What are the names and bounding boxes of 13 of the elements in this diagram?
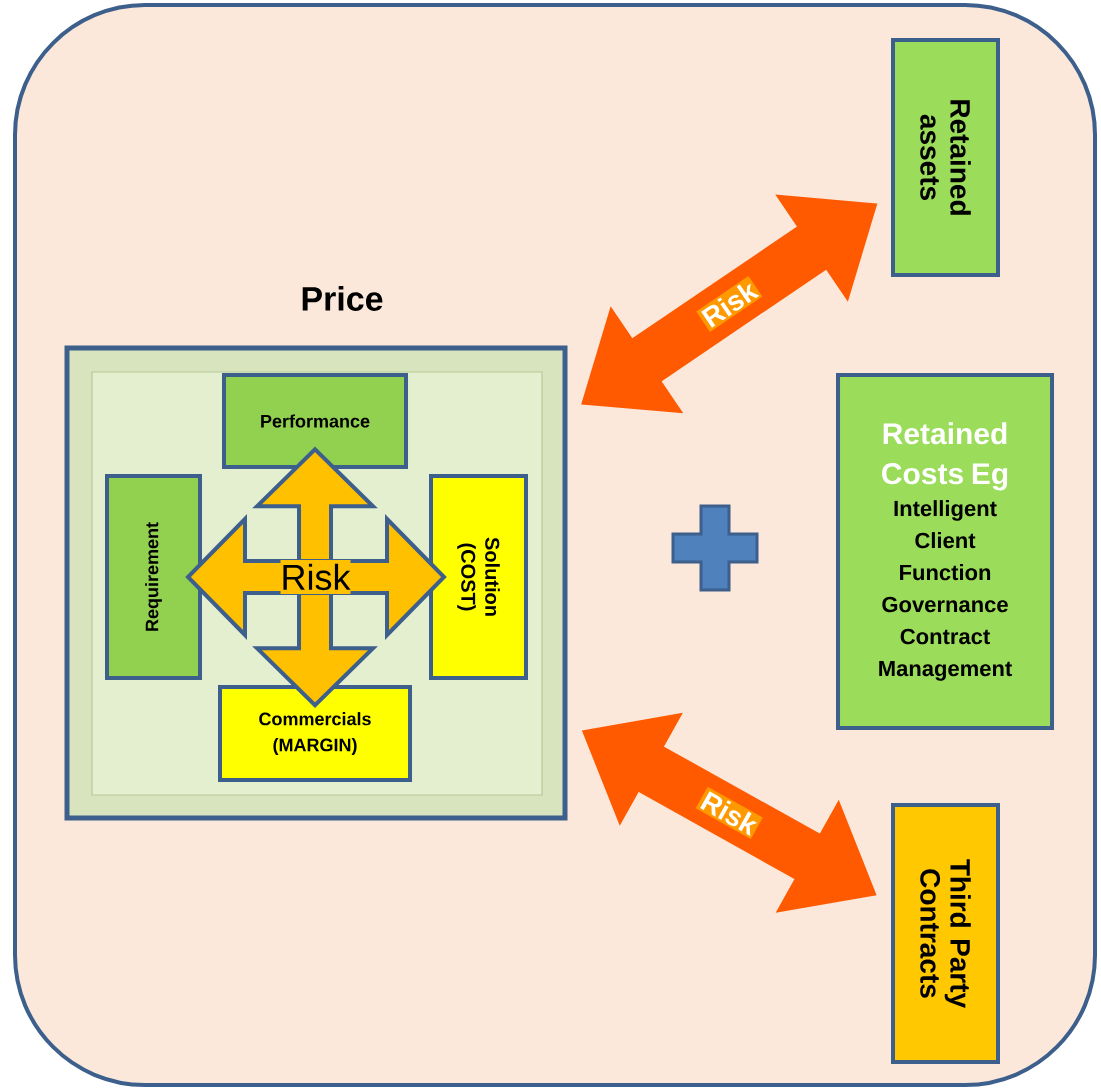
edge-label: Risk (280, 560, 351, 594)
retained-assets-box: Retained assets (891, 38, 1000, 277)
double-arrow (252, 446, 378, 709)
plus-sign (671, 504, 759, 592)
node-label: Price (302, 285, 383, 311)
edge-label: Risk (695, 786, 763, 839)
commercials-box: Commercials (MARGIN) (218, 685, 412, 782)
solution-box: Solution (COST) (429, 474, 528, 680)
edge-label: Risk (696, 276, 763, 332)
requirement-box: Requirement (105, 474, 202, 680)
retained-costs-box: Retained Costs Eg Intelligent Client Function Governance Contract Management (836, 373, 1054, 730)
third-party-box: Third Party Contracts (891, 803, 1000, 1064)
performance-box: Performance (222, 373, 408, 469)
